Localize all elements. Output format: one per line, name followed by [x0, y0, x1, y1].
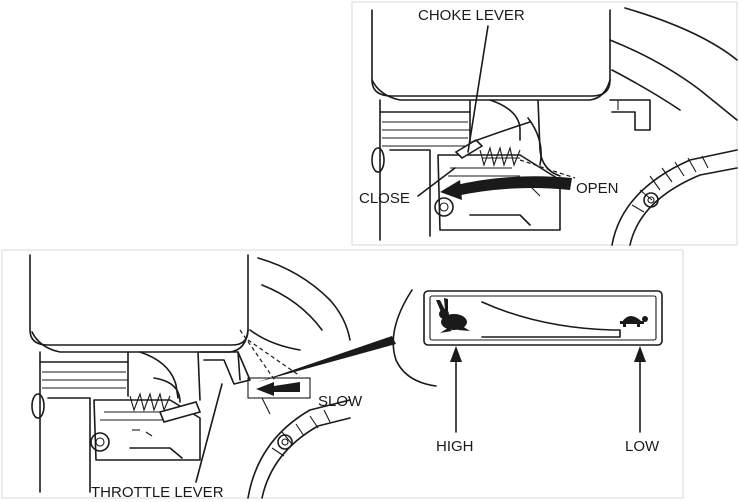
open-label: OPEN [576, 180, 619, 197]
throttle-panel: SLOW HIGH LOW THROTTLE LEVER [1, 249, 684, 501]
slow-indicator [247, 377, 311, 415]
slow-label: SLOW [318, 393, 363, 410]
low-arrow [634, 346, 646, 433]
open-close-arrow [440, 176, 572, 200]
choke-lever-label: CHOKE LEVER [418, 7, 525, 24]
throttle-lever-label: THROTTLE LEVER [91, 484, 224, 501]
high-label: HIGH [436, 438, 474, 455]
choke-spring [479, 146, 521, 167]
high-arrow [450, 346, 462, 433]
throttle-lever[interactable] [158, 351, 251, 423]
rabbit-icon [436, 298, 470, 333]
choke-panel: CHOKE LEVER CLOSE OPEN [351, 1, 738, 246]
low-label: LOW [625, 438, 660, 455]
speed-label-plate [423, 290, 663, 346]
flywheel-screen-lower [247, 399, 351, 499]
turtle-icon [620, 316, 648, 327]
flywheel-screen [611, 149, 738, 246]
close-label: CLOSE [359, 190, 410, 207]
